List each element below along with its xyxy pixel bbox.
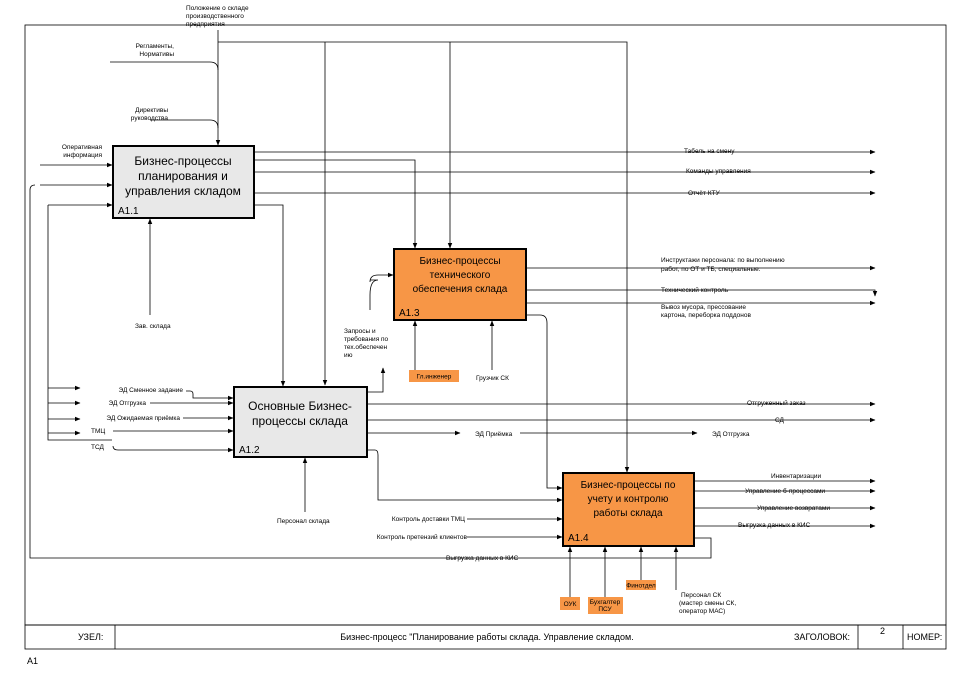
box-a12[interactable]: Основные Бизнес- процессы склада A1.2 [233, 386, 368, 458]
label-tsd: ТСД [91, 444, 105, 451]
label-staff-briefings-1: Инструктажи персонала: по выполнению [661, 257, 785, 264]
box-a11[interactable]: Бизнес-процессы планирования и управлени… [112, 145, 255, 219]
mechanism-chief-engineer-label: Гл.инженер [417, 374, 452, 381]
title-block [24, 624, 947, 650]
mechanism-accountant-line-1: Бухгалтер [590, 599, 621, 606]
label-ed-shipment-in: ЭД Отгрузка [109, 400, 147, 407]
label-warehouse-head: Зав. склада [135, 323, 171, 330]
label-directives-1: Директивы [135, 107, 168, 114]
box-a11-title-line-1: Бизнес-процессы [134, 154, 231, 168]
mechanism-accountant[interactable]: Бухгалтер ПСУ [588, 597, 623, 614]
box-a11-code: A1.1 [118, 206, 139, 217]
label-shift-timesheet: Табель на смену [684, 147, 735, 155]
diagram-id: A1 [27, 656, 38, 666]
mechanism-chief-engineer[interactable]: Гл.инженер [409, 370, 459, 382]
connection-arrows [29, 30, 878, 597]
box-a11-title-line-2: планирования и [138, 169, 228, 183]
box-a11-title-line-3: управления складом [125, 184, 241, 198]
label-warehouse-regulation-2: производственного [186, 13, 244, 20]
label-ed-receipt: ЭД Приёмка [475, 431, 513, 438]
box-a14-code: A1.4 [568, 533, 589, 544]
label-ed-shift-task: ЭД Сменное задание [119, 387, 184, 394]
label-shipped-order: Отгруженный заказ [747, 399, 806, 407]
label-technical-control: Технический контроль [661, 286, 729, 294]
label-loader: Грузчик СК [476, 375, 509, 382]
label-ed-shipment-out: ЭД Отгрузка [712, 431, 750, 438]
mechanism-finance[interactable]: Финотдел [626, 580, 656, 590]
box-a13-title-line-3: обеспечения склада [413, 283, 508, 295]
number-label: НОМЕР: [907, 632, 942, 642]
arrow-labels: Положение о складе производственного пре… [62, 5, 830, 615]
label-operational-info-1: Оперативная [62, 144, 103, 151]
label-staff-briefings-2: работ, по ОТ и ТБ, специальные. [661, 265, 761, 273]
label-control-commands: Команды управления [686, 168, 751, 175]
label-waste-removal-2: картона, переборка поддонов [661, 311, 751, 319]
label-returns-management: Управление возвратами [757, 505, 830, 512]
box-a14-title-line-2: учету и контролю [588, 494, 669, 505]
label-regulations-2: Нормативы [139, 51, 174, 58]
label-warehouse-regulation-1: Положение о складе [186, 5, 249, 12]
box-a13-code: A1.3 [399, 308, 420, 319]
mechanism-ouk-label: ОУК [564, 601, 577, 608]
box-a14-title-line-3: работы склада [593, 507, 662, 519]
box-a14-title-line-1: Бизнес-процессы по [581, 480, 676, 491]
box-a14[interactable]: Бизнес-процессы по учету и контролю рабо… [562, 472, 695, 547]
label-tmc-delivery-control: Контроль доставки ТМЦ [392, 516, 465, 523]
box-a13[interactable]: Бизнес-процессы технического обеспечения… [393, 248, 527, 321]
box-a12-title-line-2: процессы склада [252, 414, 348, 428]
label-warehouse-staff: Персонал склада [277, 518, 330, 525]
label-waste-removal-1: Вывоз мусора, прессование [661, 304, 746, 311]
label-tech-requests-3: тех.обеспечен [344, 343, 387, 351]
label-ed-expected-receipt: ЭД Ожидаемая приёмка [106, 415, 180, 422]
label-kis-upload-bottom: Выгрузка данных в КИС [446, 555, 519, 562]
label-client-claims-control: Контроль претензий клиентов [377, 533, 468, 541]
label-bp-management: Управление б-процессами [745, 487, 825, 495]
label-tmc: ТМЦ [91, 428, 105, 435]
label-directives-2: руководства [131, 115, 169, 122]
page-number: 2 [880, 626, 885, 636]
box-a13-title-line-2: технического [430, 270, 491, 281]
box-a12-code: A1.2 [239, 445, 260, 456]
label-regulations-1: Регламенты, [136, 43, 175, 50]
label-tech-requests-4: ию [344, 352, 353, 359]
label-kis-upload: Выгрузка данных в КИС [738, 522, 811, 529]
node-label: УЗЕЛ: [78, 632, 103, 642]
label-sd: СД [775, 417, 785, 424]
label-warehouse-regulation-3: предприятия [186, 21, 225, 28]
diagram-title: Бизнес-процесс "Планирование работы скла… [340, 632, 633, 642]
label-ktu-report: Отчёт КТУ [688, 190, 721, 197]
box-a13-title-line-1: Бизнес-процессы [419, 256, 500, 267]
mechanism-finance-label: Финотдел [626, 583, 656, 590]
box-a12-title-line-1: Основные Бизнес- [248, 399, 352, 413]
label-operational-info-2: информация [63, 152, 102, 159]
label-staff-sk-1: Персонал СК [681, 592, 721, 599]
label-inventories: Инвентаризации [771, 473, 822, 480]
mechanism-accountant-line-2: ПСУ [598, 606, 612, 613]
label-staff-sk-2: (мастер смены СК, [679, 600, 736, 607]
label-tech-requests-2: требования по [344, 335, 389, 343]
heading-label: ЗАГОЛОВОК: [794, 632, 850, 642]
mechanism-ouk[interactable]: ОУК [560, 597, 580, 610]
label-staff-sk-3: оператор МАС) [679, 608, 725, 615]
label-tech-requests-1: Запросы и [344, 328, 376, 335]
